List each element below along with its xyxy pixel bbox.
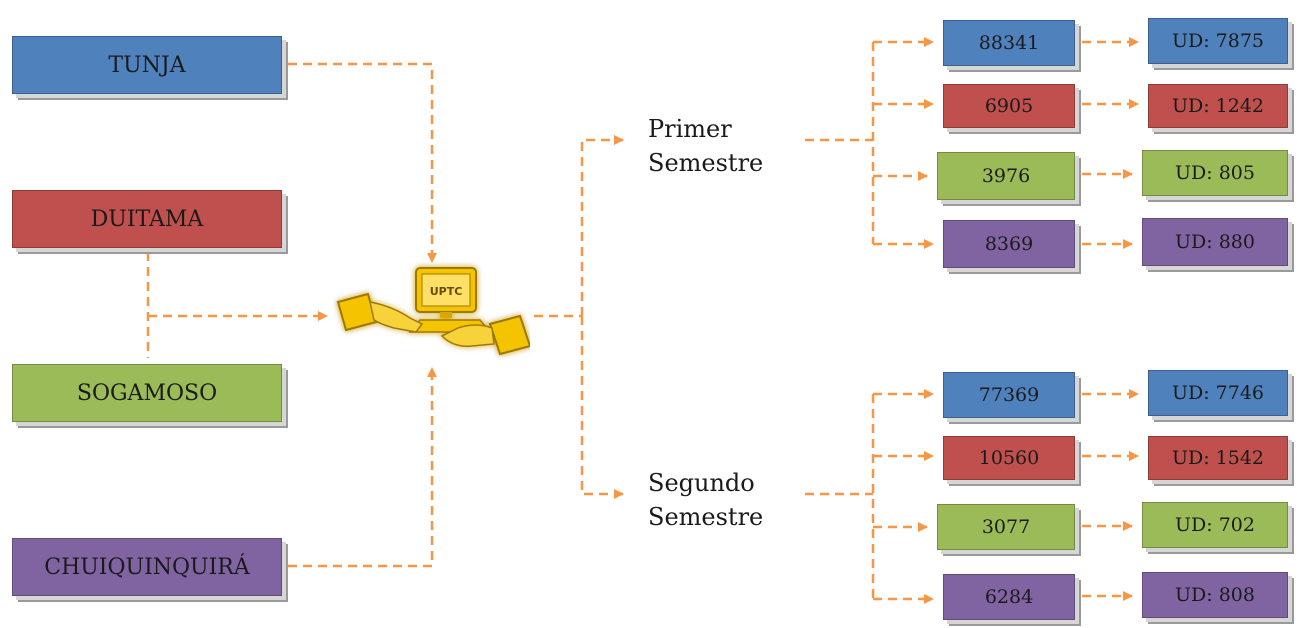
segundo-ud-4: UD: 808	[1142, 572, 1288, 618]
segundo-value-4: 6284	[943, 574, 1075, 620]
primer-value-1: 88341	[943, 20, 1075, 66]
segundo-ud-1: UD: 7746	[1148, 370, 1288, 416]
primer-ud-4: UD: 880	[1142, 218, 1288, 266]
hub-label: UPTC	[430, 285, 463, 298]
connector-tunja	[288, 62, 437, 263]
computer-handshake-icon: UPTC	[330, 262, 532, 366]
segundo-ud-3: UD: 702	[1142, 502, 1288, 548]
connector-chuiquinquira	[288, 367, 437, 568]
segundo-ud-2: UD: 1542	[1148, 436, 1288, 480]
segundo-value-2: 10560	[943, 436, 1075, 480]
primer-value-3: 3976	[937, 152, 1075, 200]
primer-value-2: 6905	[943, 84, 1075, 128]
semester-label-primer: Primer Semestre	[648, 115, 764, 177]
segundo-value-1: 77369	[943, 372, 1075, 418]
connector-primer	[580, 135, 624, 316]
campus-tunja: TUNJA	[12, 36, 282, 94]
semester-label-segundo: Segundo Semestre	[648, 469, 764, 531]
campus-chuiquinquira: CHUIQUINQUIRÁ	[12, 538, 282, 596]
primer-value-4: 8369	[943, 220, 1075, 268]
campus-duitama: DUITAMA	[12, 190, 282, 248]
primer-ud-3: UD: 805	[1142, 150, 1288, 196]
primer-ud-2: UD: 1242	[1148, 84, 1288, 128]
connector-segundo	[580, 316, 624, 499]
campus-sogamoso: SOGAMOSO	[12, 364, 282, 422]
segundo-value-3: 3077	[937, 504, 1075, 550]
primer-ud-1: UD: 7875	[1148, 18, 1288, 64]
